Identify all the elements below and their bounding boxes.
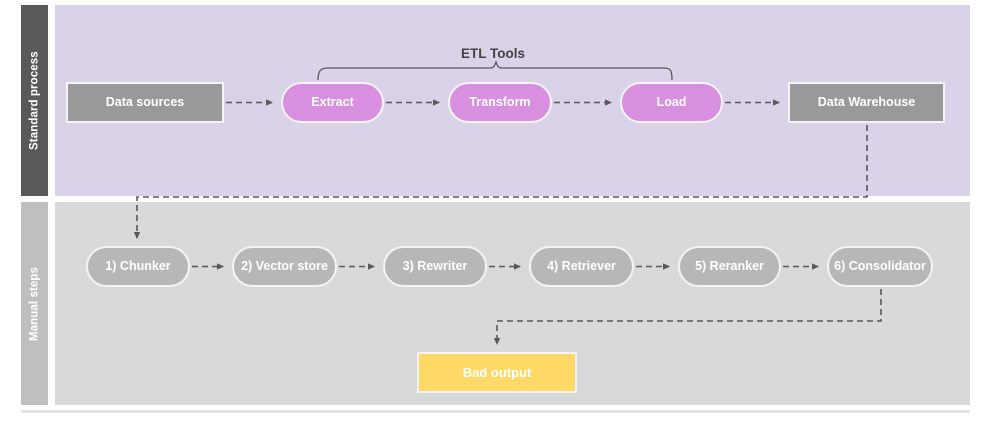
lane-label-standard-process-text: Standard process xyxy=(28,51,41,150)
node-vector-store[interactable]: 2) Vector store xyxy=(232,246,337,287)
node-data-sources-label: Data sources xyxy=(105,95,185,109)
node-reranker-label: 5) Reranker xyxy=(695,259,764,273)
node-extract[interactable]: Extract xyxy=(281,82,384,123)
node-data-warehouse[interactable]: Data Warehouse xyxy=(788,82,945,123)
node-bad-output-label: Bad output xyxy=(462,365,532,380)
node-extract-label: Extract xyxy=(311,95,354,109)
node-load[interactable]: Load xyxy=(620,82,723,123)
node-rewriter[interactable]: 3) Rewriter xyxy=(383,246,487,287)
node-chunker[interactable]: 1) Chunker xyxy=(86,246,190,287)
node-transform[interactable]: Transform xyxy=(448,82,552,123)
lane-label-manual-steps-text: Manual steps xyxy=(28,266,41,341)
node-retriever[interactable]: 4) Retriever xyxy=(529,246,634,287)
node-load-label: Load xyxy=(656,95,687,109)
node-vector-store-label: 2) Vector store xyxy=(241,259,328,273)
node-data-warehouse-label: Data Warehouse xyxy=(817,95,916,109)
lane-label-manual-steps: Manual steps xyxy=(21,202,48,405)
node-consolidator[interactable]: 6) Consolidator xyxy=(827,246,933,287)
node-chunker-label: 1) Chunker xyxy=(105,259,171,273)
footer-divider xyxy=(21,410,970,413)
bracket-label-etl-tools: ETL Tools xyxy=(461,46,525,61)
lane-label-standard-process: Standard process xyxy=(21,5,48,196)
node-transform-label: Transform xyxy=(469,95,531,109)
node-reranker[interactable]: 5) Reranker xyxy=(678,246,781,287)
node-retriever-label: 4) Retriever xyxy=(547,259,616,273)
node-bad-output[interactable]: Bad output xyxy=(417,352,577,393)
node-consolidator-label: 6) Consolidator xyxy=(834,259,926,273)
node-data-sources[interactable]: Data sources xyxy=(66,82,224,123)
node-rewriter-label: 3) Rewriter xyxy=(402,259,468,273)
